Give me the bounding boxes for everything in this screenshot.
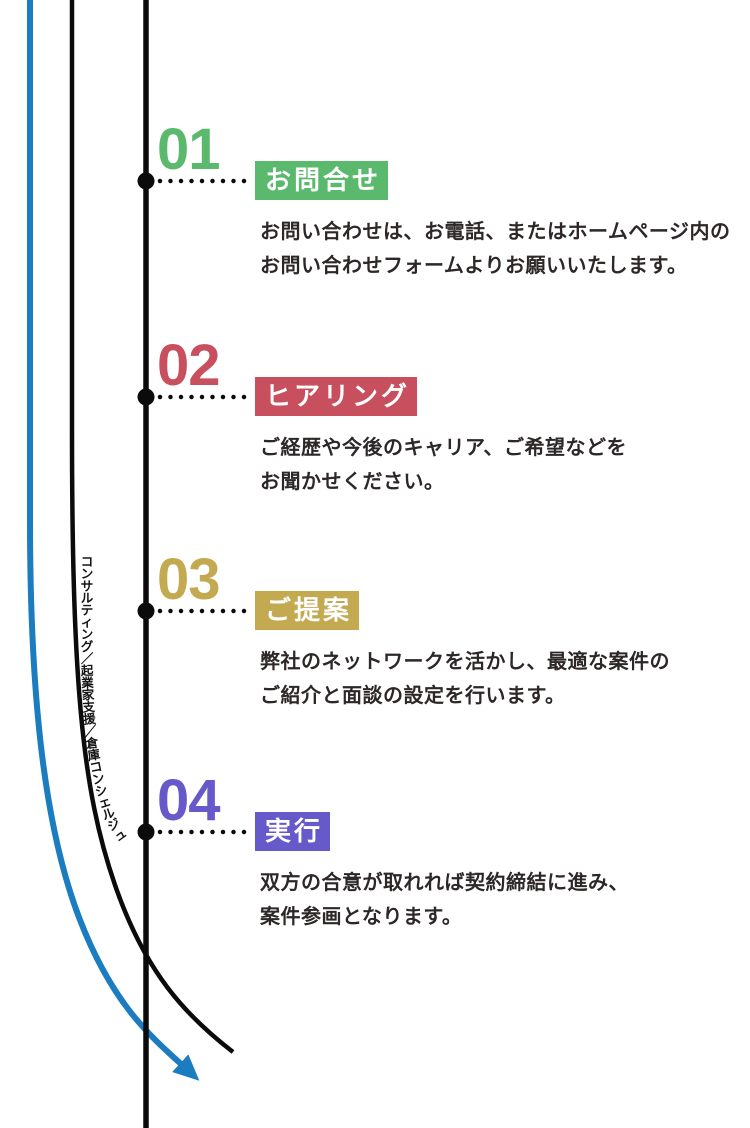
svg-text:コ: コ bbox=[81, 555, 94, 569]
svg-text:業: 業 bbox=[80, 675, 94, 690]
step-title-badge: お問合せ bbox=[255, 161, 389, 200]
svg-text:ィ: ィ bbox=[81, 616, 94, 630]
timeline-node-4 bbox=[137, 823, 155, 841]
svg-text:ン: ン bbox=[91, 771, 106, 787]
svg-text:ル: ル bbox=[81, 591, 94, 605]
svg-text:起: 起 bbox=[80, 663, 94, 678]
svg-text:支: 支 bbox=[81, 699, 96, 715]
svg-text:庫: 庫 bbox=[85, 746, 101, 763]
step-title-badge: ご提案 bbox=[255, 591, 360, 630]
step-description: お問い合わせは、お電話、またはホームページ内の お問い合わせフォームよりお願いい… bbox=[260, 221, 731, 277]
side-curve-line bbox=[69, 0, 235, 1054]
svg-text:倉: 倉 bbox=[84, 735, 100, 752]
step-number: 01 bbox=[157, 117, 221, 182]
step-number: 03 bbox=[157, 547, 221, 612]
svg-text:ン: ン bbox=[81, 628, 94, 642]
timeline-node-3 bbox=[137, 602, 155, 620]
step-description: ご経歴や今後のキャリア、ご希望などを お聞かせください。 bbox=[260, 437, 627, 493]
svg-text:／: ／ bbox=[84, 723, 99, 739]
timeline-node-2 bbox=[137, 388, 155, 406]
timeline-node-1 bbox=[137, 172, 155, 190]
step-description: 弊社のネットワークを活かし、最適な案件の ご紹介と面談の設定を行います。 bbox=[260, 651, 670, 707]
svg-text:シ: シ bbox=[94, 783, 110, 800]
step-title-badge: 実行 bbox=[255, 812, 331, 851]
step-number: 04 bbox=[157, 768, 221, 833]
svg-text:コ: コ bbox=[88, 759, 103, 775]
svg-text:ン: ン bbox=[81, 567, 94, 581]
step-number: 02 bbox=[157, 333, 221, 398]
svg-text:サ: サ bbox=[81, 579, 94, 593]
svg-text:ル: ル bbox=[100, 805, 117, 823]
svg-text:ェ: ェ bbox=[97, 794, 113, 811]
svg-text:テ: テ bbox=[81, 603, 94, 617]
step-description: 双方の合意が取れれば契約締結に進み、 案件参画となります。 bbox=[260, 872, 629, 928]
svg-text:家: 家 bbox=[81, 687, 95, 703]
svg-text:援: 援 bbox=[83, 711, 97, 727]
svg-text:／: ／ bbox=[81, 651, 94, 666]
step-title-badge: ヒアリング bbox=[255, 377, 418, 416]
svg-text:グ: グ bbox=[81, 639, 94, 654]
